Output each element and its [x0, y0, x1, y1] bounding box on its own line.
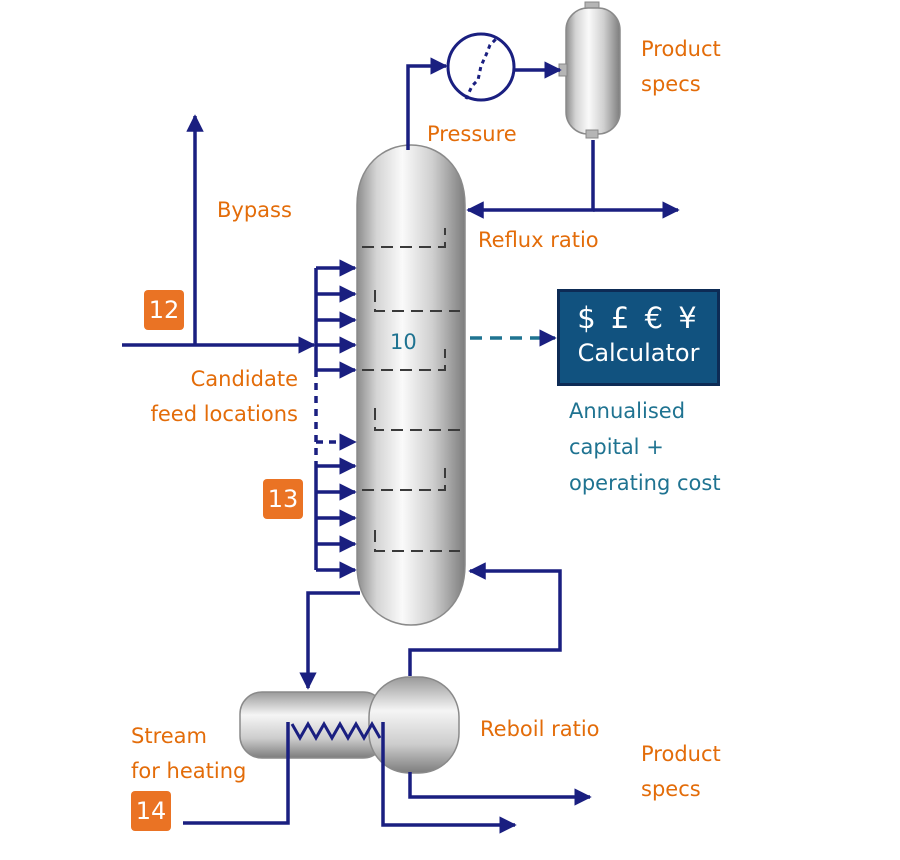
product-specs-top-label: Product specs — [641, 37, 721, 96]
stream-badge-13: 13 — [263, 479, 303, 519]
product-specs-bottom-label: Product specs — [641, 742, 721, 801]
stream-for-heating-label: Stream for heating — [131, 724, 247, 783]
currency-symbols: $ £ € ¥ — [577, 301, 700, 335]
reboil-ratio-label: Reboil ratio — [480, 717, 600, 741]
bypass-label: Bypass — [217, 198, 292, 222]
pressure-controller-icon — [446, 32, 516, 102]
process-streams — [122, 57, 680, 834]
column-trays — [362, 228, 460, 552]
candidate-feed-label: Candidate feed locations — [150, 367, 298, 426]
reflux-ratio-label: Reflux ratio — [478, 228, 599, 252]
annualised-cost-label: Annualised capital + operating cost — [569, 399, 721, 495]
pressure-label: Pressure — [427, 122, 517, 146]
reboiler — [239, 676, 460, 774]
calculator-label: Calculator — [577, 339, 700, 367]
stream-badge-14: 14 — [131, 791, 171, 831]
distillation-column — [356, 144, 466, 626]
reflux-drum — [558, 1, 621, 139]
stage-number: 10 — [390, 330, 417, 354]
cost-calculator-box: $ £ € ¥ Calculator — [557, 289, 720, 386]
stream-badge-12: 12 — [144, 290, 184, 330]
candidate-feed-dashed-links — [314, 370, 357, 466]
